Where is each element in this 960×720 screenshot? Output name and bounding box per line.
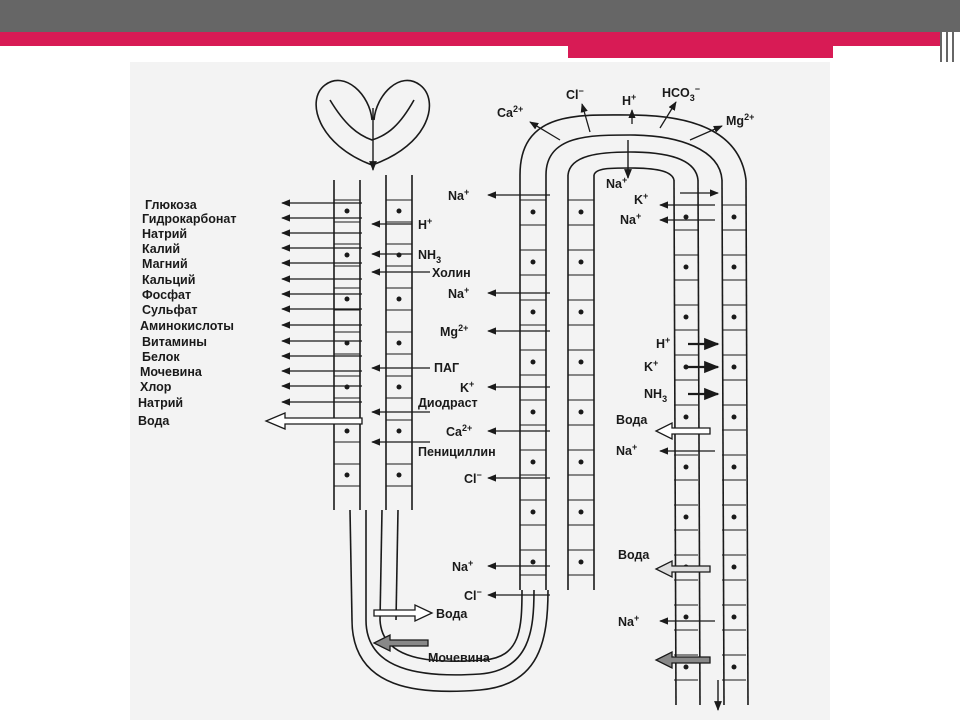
title-bar — [0, 0, 960, 32]
label-dist-h: H+ — [656, 335, 670, 351]
label-asc-na-1: Na+ — [448, 187, 469, 203]
label-dist-na-low: Na+ — [618, 613, 639, 629]
label-water-proximal: Вода — [138, 414, 170, 428]
label-asc-k: K+ — [460, 379, 474, 395]
loop-top-arrows — [529, 101, 723, 141]
distal-arrows — [659, 189, 719, 625]
label-phosphate: Фосфат — [142, 288, 191, 302]
label-urea-descending: Мочевина — [428, 651, 491, 665]
water-arrow-proximal — [264, 412, 363, 430]
distal-labels: Na+ K+ Na+ H+ K+ NH3 Вода Na+ Вода Na+ — [606, 175, 670, 629]
flow-arrows — [369, 108, 722, 711]
label-loop-hco3: HCO3− — [662, 84, 700, 103]
proximal-secretion-labels: H+ NH3 Холин ПАГ Диодраст Пенициллин — [418, 216, 496, 459]
label-pag: ПАГ — [434, 361, 459, 375]
label-magnesium: Магний — [142, 257, 188, 271]
ascending-labels: Na+ Na+ Mg2+ K+ Ca2+ Cl− Na+ Cl− — [440, 187, 482, 603]
label-penicillin: Пенициллин — [418, 445, 496, 459]
ascending-arrows — [487, 191, 550, 599]
label-sulfate: Сульфат — [142, 303, 197, 317]
label-water-descending: Вода — [436, 607, 468, 621]
label-urea: Мочевина — [140, 365, 203, 379]
label-dist-na-top: Na+ — [606, 175, 627, 191]
label-loop-h: H+ — [622, 92, 636, 108]
label-dist-nh3: NH3 — [644, 387, 667, 404]
label-asc-cl-1: Cl− — [464, 470, 482, 486]
distal-water-arrows — [654, 421, 711, 670]
proximal-secretion-arrows — [371, 220, 430, 446]
cell-nuclei — [344, 208, 737, 670]
label-nh3: NH3 — [418, 248, 441, 265]
loop-top-labels: Ca2+ Cl− H+ HCO3− Mg2+ — [497, 84, 754, 128]
label-potassium: Калий — [142, 242, 180, 256]
label-sodium-2: Натрий — [138, 396, 183, 410]
label-calcium: Кальций — [142, 273, 195, 287]
label-dist-water-2: Вода — [618, 548, 650, 562]
cell-dividers — [334, 199, 746, 681]
accent-band-step — [568, 46, 833, 58]
decor-line-2 — [946, 0, 948, 62]
label-dist-k-top: K+ — [634, 191, 648, 207]
label-loop-cl: Cl− — [566, 86, 584, 102]
distal-secretion-arrows — [688, 337, 720, 401]
label-protein: Белок — [142, 350, 180, 364]
label-dist-water-1: Вода — [616, 413, 648, 427]
label-asc-cl-2: Cl− — [464, 587, 482, 603]
label-dist-k: K+ — [644, 358, 658, 374]
label-asc-na-3: Na+ — [452, 558, 473, 574]
label-asc-mg: Mg2+ — [440, 323, 468, 339]
label-loop-mg: Mg2+ — [726, 112, 754, 128]
label-dist-na-2: Na+ — [620, 211, 641, 227]
decor-line-3 — [952, 0, 954, 62]
label-vitamins: Витамины — [142, 335, 207, 349]
accent-band — [0, 32, 940, 46]
label-bicarbonate: Гидрокарбонат — [142, 212, 237, 226]
descending-arrows — [372, 603, 434, 653]
decor-line-1 — [940, 0, 942, 62]
label-asc-ca: Ca2+ — [446, 423, 472, 439]
label-amino-acids: Аминокислоты — [140, 319, 234, 333]
label-glucose: Глюкоза — [145, 198, 198, 212]
label-diodrast: Диодраст — [418, 396, 478, 410]
label-dist-na-mid: Na+ — [616, 442, 637, 458]
label-choline: Холин — [432, 266, 471, 280]
label-h-ion: H+ — [418, 216, 432, 232]
label-loop-ca: Ca2+ — [497, 104, 523, 120]
proximal-labels: Глюкоза Гидрокарбонат Натрий Калий Магни… — [138, 198, 237, 428]
proximal-reabsorption-arrows — [281, 199, 362, 406]
label-chlorine: Хлор — [140, 380, 172, 394]
label-sodium: Натрий — [142, 227, 187, 241]
label-asc-na-2: Na+ — [448, 285, 469, 301]
